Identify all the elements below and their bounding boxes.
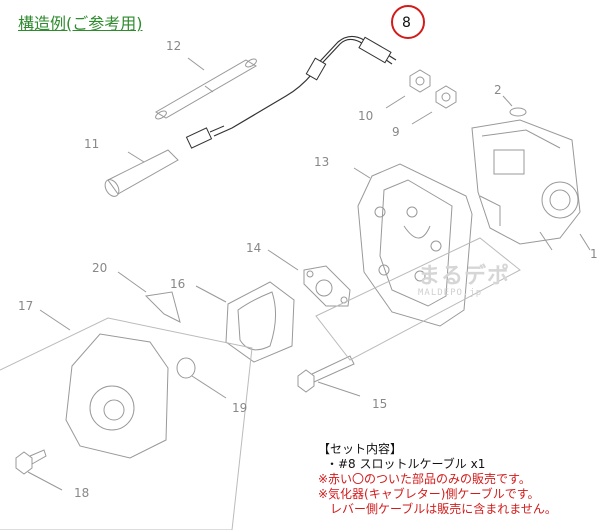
set-contents-heading: 【セット内容】: [318, 442, 403, 456]
diagram-title: 構造例(ご参考用): [18, 14, 143, 33]
callout-15: 15: [372, 397, 387, 411]
part-15-bolt: [297, 355, 361, 397]
part-12-shaft: [155, 57, 257, 120]
part-8-throttle-cable: [185, 35, 397, 149]
callout-14: 14: [246, 241, 261, 255]
set-contents-item: ・#8 スロットルケーブル x1: [326, 457, 486, 471]
note-lever-side: レバー側ケーブルは販売に含まれません。: [330, 502, 557, 516]
callout-11: 11: [84, 137, 99, 151]
watermark-sub: MALDEPO.jp: [418, 288, 483, 298]
watermark-logo: まるデポ MALDEPO.jp: [418, 258, 528, 298]
part-10-nut: [385, 69, 431, 109]
callout-19: 19: [232, 401, 247, 415]
callout-16: 16: [170, 277, 185, 291]
callout-20: 20: [92, 261, 107, 275]
callout-17: 17: [18, 299, 33, 313]
callout-8: 8: [402, 15, 411, 31]
watermark-main: まるデポ: [418, 264, 511, 289]
part-18-screw: [15, 449, 63, 491]
part-16-element: [195, 281, 295, 363]
diagram-frame: [0, 317, 253, 530]
part-1-carburetor: [471, 119, 591, 251]
part-11-pin: [104, 149, 179, 197]
callout-13: 13: [314, 155, 329, 169]
callout-10: 10: [358, 109, 373, 123]
part-19-o-ring: [176, 357, 227, 399]
part-9-nut: [411, 85, 457, 125]
part-17-cover: [39, 309, 169, 459]
callout-12: 12: [166, 39, 181, 53]
part-8-highlight-circle: [391, 5, 425, 39]
part-2-ring: [502, 95, 527, 117]
callout-9: 9: [392, 125, 400, 139]
callout-18: 18: [74, 486, 89, 500]
callout-2: 2: [494, 83, 502, 97]
part-14-plate: [267, 249, 351, 307]
set-contents-note: 【セット内容】 ・#8 スロットルケーブル x1 ※赤い〇のついた部品のみの販売…: [318, 442, 557, 517]
note-red-circle: ※赤い〇のついた部品のみの販売です。: [318, 472, 531, 486]
callout-1: 1: [590, 247, 598, 261]
part-13-air-cleaner-base: [353, 163, 473, 327]
part-20-seal: [117, 271, 181, 323]
note-carburetor-side: ※気化器(キャブレター)側ケーブルです。: [318, 487, 540, 501]
